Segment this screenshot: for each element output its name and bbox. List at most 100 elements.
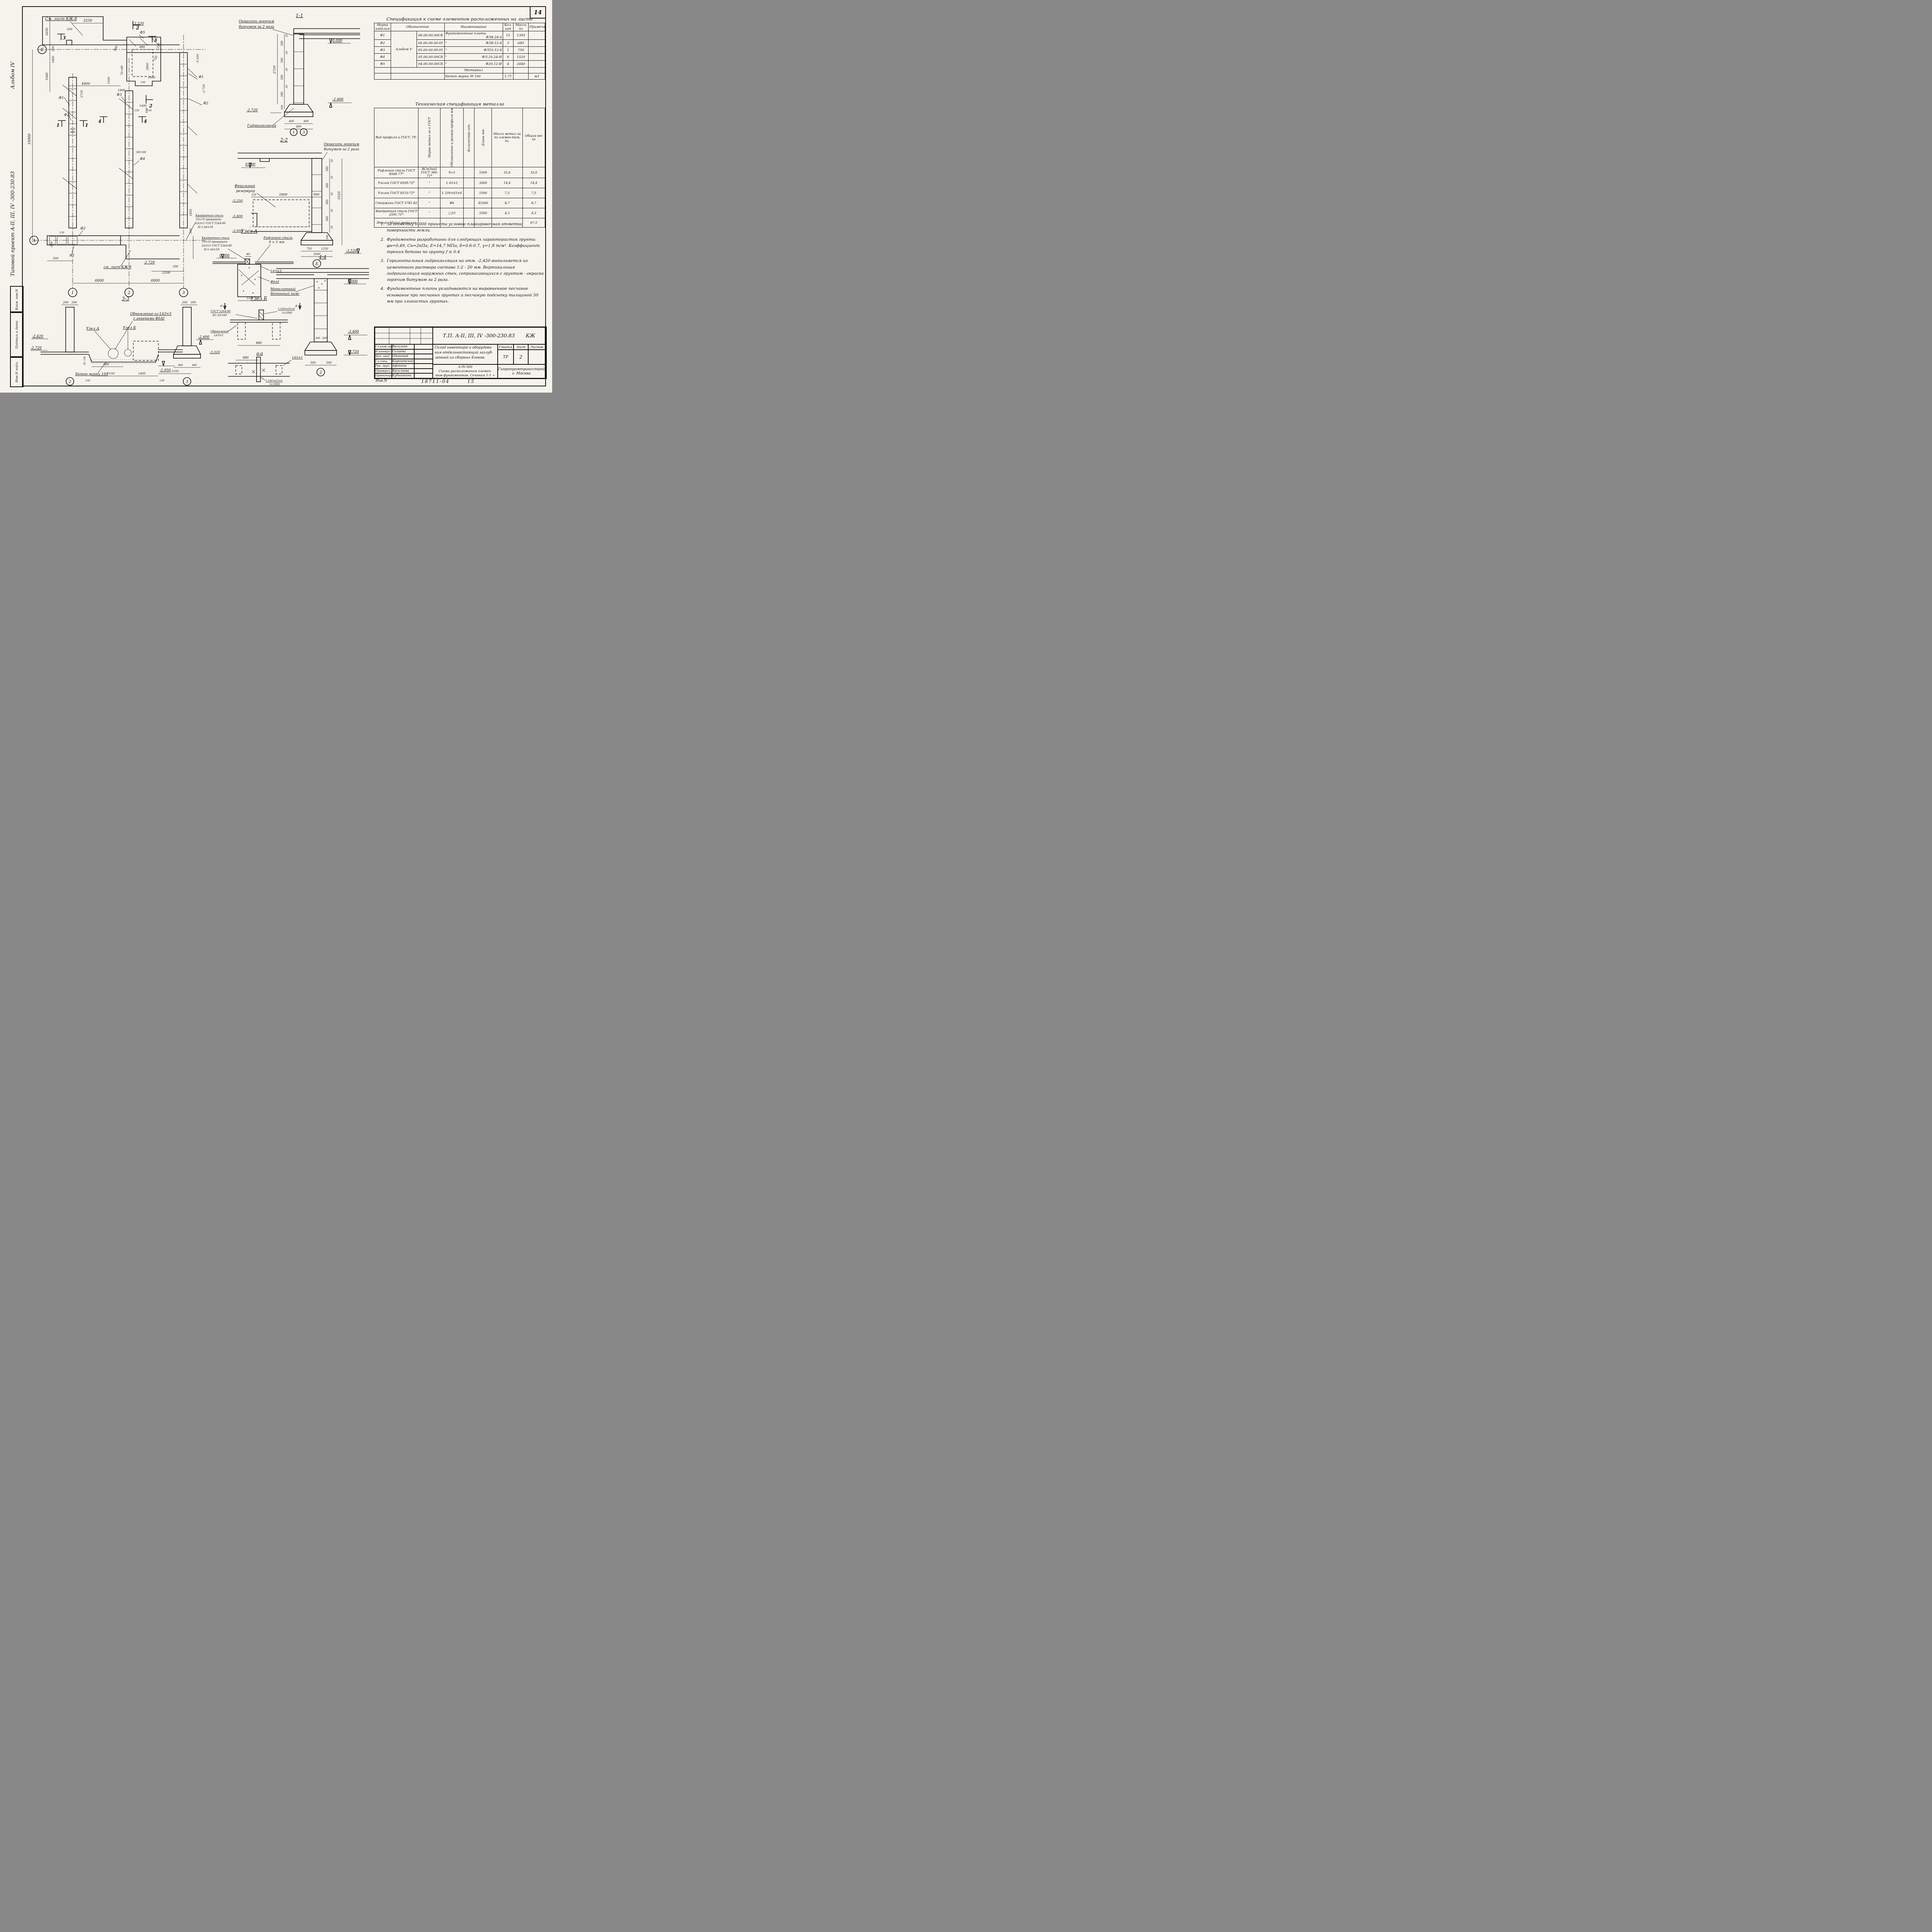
general-notes: 1. За отметку 0.000 принята условно план… — [381, 221, 545, 307]
cell: Ф2 — [374, 39, 391, 47]
metal-table: Вид профиля и ГОСТ, ТУ. Марка метал-ла и… — [374, 108, 546, 228]
sheet-number: 14 — [534, 9, 542, 16]
cell: 685 — [513, 39, 529, 47]
dim-label: 200 — [322, 337, 327, 340]
cell: 1,71 — [502, 73, 514, 80]
dim-label: 1400 — [139, 104, 146, 107]
detail-ref: Узел А — [86, 327, 99, 331]
cell: " ФЛ.10.24-И — [444, 53, 503, 61]
axis-label: 1 — [71, 290, 74, 295]
cell: 15 — [502, 31, 514, 40]
cell: 06.00.00.00-01 — [417, 39, 445, 47]
col-header: Кол. шт — [502, 23, 514, 31]
leader-note: Фекальный — [235, 184, 255, 188]
item-name: " — [445, 48, 447, 52]
leader-note: Обрамление — [211, 330, 228, 333]
col-header: Масса метал-ла по элемен-там, кг. — [492, 108, 523, 167]
leader-note: L63×5 — [270, 269, 282, 273]
dim-label: 3250 — [83, 19, 92, 23]
cell — [528, 67, 545, 73]
cell: 41000 — [474, 197, 492, 208]
leader-note: Гидроизоляция — [247, 124, 276, 128]
cell: 04.00.00.00СБ — [417, 60, 445, 68]
dim-label: 750 — [306, 247, 312, 250]
signature-cell — [414, 368, 433, 373]
dim-label: 150 — [247, 296, 252, 300]
dim-label: 19900 — [28, 133, 32, 145]
cell: 2440 — [513, 60, 529, 68]
section-1-1-drawing: 1-1 Окрасить горячим битумом за 2 раза 0… — [239, 13, 360, 136]
dim-label: 1150 — [107, 372, 114, 375]
dim-label: 650 — [50, 242, 53, 247]
axis-label: 2 — [128, 290, 131, 295]
spec-row: Ф4 05.00.00.00СБ " ФЛ.10.24-И 6 1520 — [374, 53, 545, 61]
cell: 8,7 — [492, 197, 523, 208]
dim-label: 880 — [139, 45, 145, 49]
cell: " — [418, 207, 441, 218]
plan-bottom-wall — [47, 235, 180, 259]
organization-name: Гипропромтрансстрой — [498, 367, 545, 371]
item-name: " — [445, 62, 447, 66]
item-type: ФЛ8.24-4 — [486, 35, 502, 39]
role-name: Афонина — [392, 364, 414, 369]
item-name: " — [445, 55, 447, 59]
detail-b-geometry — [230, 310, 288, 340]
section-title: 2-2 — [280, 137, 287, 143]
dim-label: 1860 — [51, 56, 55, 63]
cell: Ф1 — [374, 31, 391, 40]
axis-label: 2 — [319, 371, 322, 375]
leader-note: Окрасить горячим — [324, 143, 359, 146]
section-3-3-geometry — [41, 304, 201, 364]
dim-label: 580 — [281, 58, 284, 63]
metal-row: Квадратная сталь ГОСТ 2591-71* " □10 550… — [374, 207, 546, 218]
cell — [502, 67, 514, 73]
stamp-podpis-data: Подпись и дата — [10, 311, 24, 358]
dim-label: 580 — [281, 92, 284, 97]
axis-label: Б — [315, 262, 318, 266]
dim-label: 580 — [326, 199, 329, 205]
level-label: -2,950 — [232, 229, 243, 233]
cell: 1000 — [474, 187, 492, 198]
level-label: -3,520 — [346, 249, 357, 253]
section-marker-label: 4 — [98, 119, 101, 124]
col-header: Обозначение и размер профиля мм — [440, 108, 464, 167]
signature-cell — [414, 344, 433, 349]
cell: Ф5 — [374, 60, 391, 68]
leader-note: l=1000 — [282, 311, 292, 315]
cell — [528, 46, 545, 54]
cell: 14,4 — [522, 177, 546, 188]
revision-grid — [375, 327, 433, 344]
role-label: Гл.инж.пр — [375, 344, 392, 349]
col-header-text: Обозначение и размер профиля мм — [450, 108, 454, 167]
cell: 14,4 — [492, 177, 523, 188]
col-header-text: Марка метал-ла и ГОСТ — [427, 117, 431, 158]
role-name: Кубышкина — [392, 373, 414, 378]
dim-label: 20 — [331, 209, 333, 213]
role-label: Гл.спец. — [375, 359, 392, 364]
note-number: 2. — [381, 237, 385, 242]
section-4-4-axis-bubble: 2 — [316, 368, 325, 376]
leader-note: 10×10 приварить — [196, 218, 221, 221]
col-header: Обозначение — [390, 23, 445, 31]
level-label: -3,320 — [209, 350, 220, 354]
dim-label: 680 — [113, 45, 119, 51]
cut-marker-label: а — [220, 304, 222, 308]
section-marker-label: 4 — [144, 119, 147, 124]
level-label: 0.000 — [245, 163, 255, 167]
level-label: 0.000 — [332, 39, 342, 43]
section-title: а-а — [257, 351, 263, 356]
leader-note: l=1000 — [270, 383, 280, 386]
revision-grid-lines — [375, 328, 432, 344]
cell: Стержень ГОСТ 5781-82 — [374, 197, 419, 208]
cell: " ФЛ8.12-4 — [444, 39, 503, 47]
leader-note: Н-1-Δ4×50 — [204, 248, 219, 251]
axis-label: 1 — [293, 131, 295, 135]
dim-label: 20 — [331, 176, 333, 179]
object-description: Склад инвентаря и оборудова- ния отдельн… — [433, 344, 498, 364]
organization-cell: Гипропромтрансстрой г. Москва — [498, 364, 545, 378]
cell — [440, 218, 464, 228]
leader-note: L100×63×6 — [265, 379, 283, 383]
footer-page: 15 — [467, 379, 475, 384]
dim-label: 20 — [286, 68, 288, 71]
cell: 4 — [502, 60, 514, 68]
